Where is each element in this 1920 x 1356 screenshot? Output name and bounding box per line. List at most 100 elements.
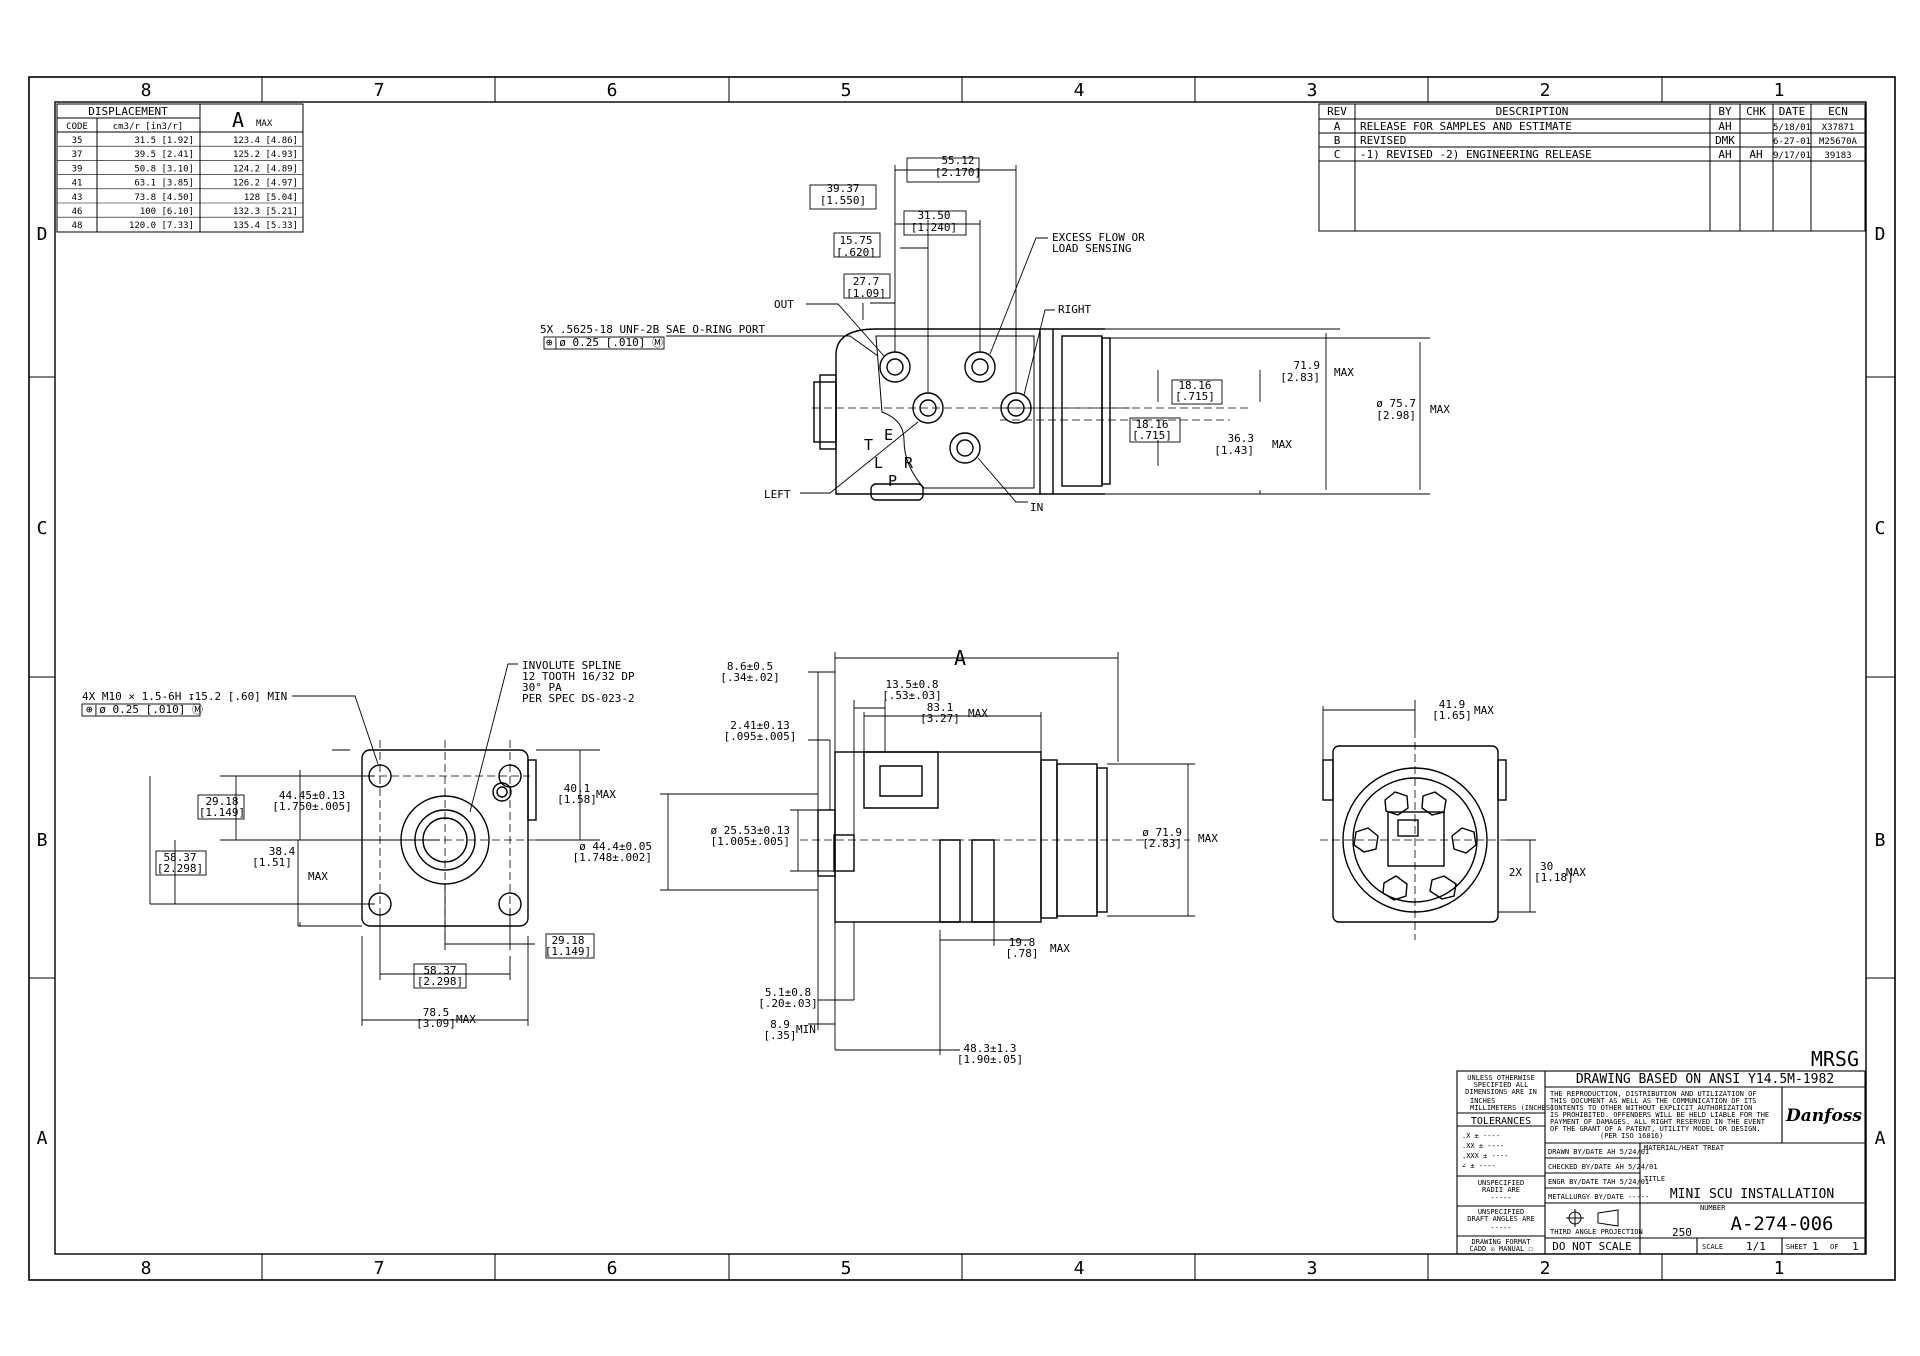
dim-2-41-in: [.095±.005] [724, 730, 797, 743]
dim-13-5-in: [.53±.03] [882, 689, 942, 702]
zone-col-top-8: 8 [141, 80, 152, 101]
revision-date-cell: 5/18/01 [1773, 123, 1811, 133]
displacement-code-cell: 43 [72, 193, 83, 203]
port-note: 5X .5625-18 UNF-2B SAE O-RING PORT [540, 323, 766, 336]
displacement-disp-cell: 39.5 [2.41] [134, 150, 194, 160]
a-column-max: MAX [256, 119, 273, 129]
dim-39-37-in: [1.550] [820, 194, 866, 207]
port-tolerance: ⊕|ø 0.25 [.010] Ⓜ [546, 336, 663, 349]
date-header: DATE [1779, 105, 1806, 118]
drawing-number: A-274-006 [1731, 1213, 1834, 1235]
zone-col-top-2: 2 [1540, 80, 1551, 101]
in-port-label: IN [1030, 501, 1043, 514]
dim-30-max: MAX [1566, 866, 1586, 879]
dim-75-7: ø 75.7 [1376, 397, 1416, 410]
displacement-code-cell: 46 [72, 207, 83, 217]
zone-col-top-6: 6 [607, 80, 618, 101]
dim-a: A [954, 646, 966, 670]
notice-5: PAYMENT OF DAMAGES. ALL RIGHT RESERVED I… [1550, 1118, 1766, 1126]
dim-27-7-in: [1.09] [846, 287, 886, 300]
port-r: R [904, 454, 914, 472]
port-t: T [864, 436, 873, 454]
dim-78-5: 78.5 [423, 1006, 450, 1019]
metallurgy-by: METALLURGY BY/DATE ----- [1548, 1193, 1649, 1201]
zone-col-bottom-7: 7 [374, 1258, 385, 1279]
chk-header: CHK [1746, 105, 1766, 118]
tolerances-label: TOLERANCES [1471, 1116, 1531, 1127]
dim-13-5: 13.5±0.8 [886, 678, 939, 691]
revision-ecn-cell: X37871 [1822, 123, 1855, 133]
drawing-border [28, 76, 1896, 1281]
zone-col-top-5: 5 [841, 80, 852, 101]
top-view: 55.12 [2.170] 39.37 [1.550] 31.50 [1.240… [540, 154, 1450, 514]
spline-line-1: INVOLUTE SPLINE [522, 659, 621, 672]
scale-label: SCALE [1702, 1243, 1723, 1251]
dim-8-9-min: MIN [796, 1023, 816, 1036]
displacement-a-cell: 124.2 [4.89] [233, 164, 298, 174]
format-2: CADD ☒ MANUAL ☐ [1469, 1245, 1532, 1253]
dim-29-18-a-in: [1.149] [199, 806, 245, 819]
displacement-table: DISPLACEMENT A MAX CODE cm3/r [in3/r] 35… [56, 103, 304, 233]
danfoss-logo: Danfoss [1785, 1106, 1862, 1126]
rev-header: REV [1327, 105, 1347, 118]
port-p: P [888, 472, 897, 490]
displacement-code-cell: 37 [72, 150, 83, 160]
dim-5-1: 5.1±0.8 [765, 986, 811, 999]
dim-30: 30 [1540, 860, 1553, 873]
of-value: 1 [1852, 1240, 1859, 1253]
displacement-disp-cell: 73.8 [4.50] [134, 193, 194, 203]
dim-83-1: 83.1 [927, 701, 954, 714]
dim-41-9-max: MAX [1474, 704, 1494, 717]
dim-38-4: 38.4 [269, 845, 296, 858]
side-view: A 8.6±0.5 [.34±.02] 13.5±0.8 [.53±.03] 8… [573, 646, 1219, 1066]
zone-row-left-c: C [37, 518, 48, 539]
dim-19-8: 19.8 [1009, 936, 1036, 949]
dim-58-37-a: 58.37 [163, 851, 196, 864]
revision-by-cell: AH [1718, 120, 1731, 133]
dim-44-4: ø 44.4±0.05 [579, 840, 652, 853]
format-1: DRAWING FORMAT [1471, 1238, 1531, 1246]
dim-15-75: 15.75 [839, 234, 872, 247]
notice-3: CONTENTS TO OTHER WITHOUT EXPLICIT AUTHO… [1550, 1104, 1752, 1112]
notice-4: IS PROHIBITED. OFFENDERS WILL BE HELD LI… [1550, 1111, 1769, 1119]
revision-by-cell: DMK [1715, 134, 1735, 147]
spline-line-3: 30° PA [522, 681, 562, 694]
spline-line-4: PER SPEC DS-023-2 [522, 692, 635, 705]
displacement-disp-cell: 50.8 [3.10] [134, 164, 194, 174]
checked-by: CHECKED BY/DATE AH 5/24/01 [1548, 1163, 1658, 1171]
dim-18-16-a-in: [.715] [1175, 390, 1215, 403]
dim-44-45: 44.45±0.13 [279, 789, 345, 802]
dim-41-9: 41.9 [1439, 698, 1466, 711]
projection-label: THIRD ANGLE PROJECTION [1550, 1228, 1643, 1236]
zone-col-bottom-5: 5 [841, 1258, 852, 1279]
dim-71-9-side-in: [2.83] [1142, 837, 1182, 850]
dim-29-18-b: 29.18 [551, 934, 584, 947]
dim-48-3: 48.3±1.3 [964, 1042, 1017, 1055]
dim-15-75-in: [.620] [836, 246, 876, 259]
displacement-a-cell: 125.2 [4.93] [233, 150, 298, 160]
spline-line-2: 12 TOOTH 16/32 DP [522, 670, 635, 683]
draft-3: ----- [1490, 1224, 1511, 1232]
bolt-note: 4X M10 × 1.5-6H ↧15.2 [.60] MIN [82, 690, 287, 703]
zone-col-bottom-6: 6 [607, 1258, 618, 1279]
tol-row-2: .XX ± ---- [1462, 1142, 1504, 1150]
revision-date-cell: 6-27-01 [1773, 137, 1811, 147]
notice-6: OF THE GRANT OF A PATENT, UTILITY MODEL … [1550, 1125, 1761, 1133]
bolt-tolerance: ⊕|ø 0.25 [.010] Ⓜ [86, 703, 203, 716]
dim-40-1-in: [1.58] [557, 793, 597, 806]
drawn-by: DRAWN BY/DATE AH 5/24/01 [1548, 1148, 1649, 1156]
dim-29-18-a: 29.18 [205, 795, 238, 808]
title-label: TITLE [1644, 1175, 1665, 1183]
zone-col-top-4: 4 [1074, 80, 1085, 101]
dim-19-8-in: [.78] [1005, 947, 1038, 960]
zone-col-bottom-2: 2 [1540, 1258, 1551, 1279]
dim-8-6: 8.6±0.5 [727, 660, 773, 673]
engr-by: ENGR BY/DATE TAH 5/24/01 [1548, 1178, 1649, 1186]
displacement-disp-cell: 31.5 [1.92] [134, 136, 194, 146]
drawing-title: MINI SCU INSTALLATION [1670, 1187, 1834, 1202]
revision-desc-cell: -1) REVISED -2) ENGINEERING RELEASE [1360, 148, 1592, 161]
a-column-header: A [232, 108, 244, 132]
dim-30-in: [1.18] [1534, 871, 1574, 884]
dim-19-8-max: MAX [1050, 942, 1070, 955]
